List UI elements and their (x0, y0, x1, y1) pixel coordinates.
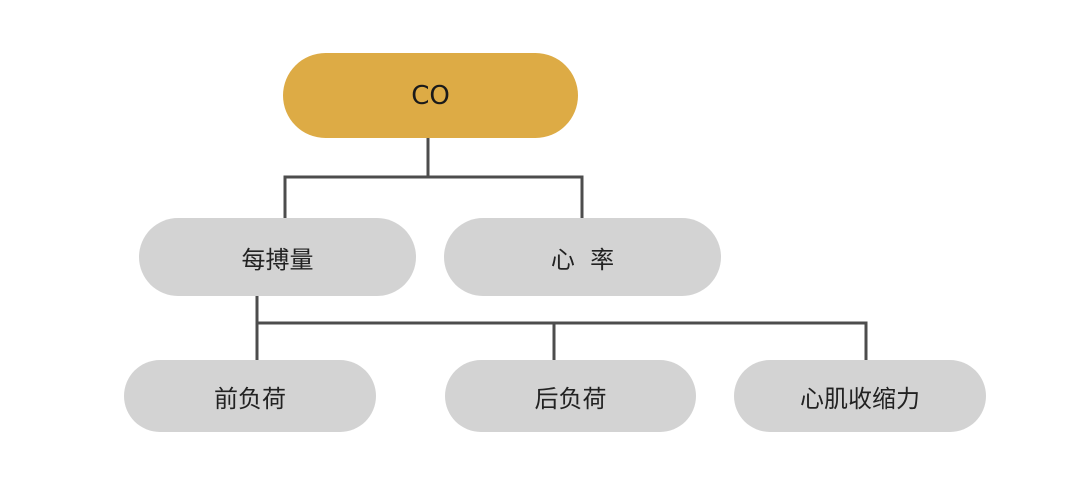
preload-label: 前负荷 (214, 384, 286, 413)
heart-rate-node: 心 率 (444, 218, 721, 296)
afterload-label: 后负荷 (534, 384, 607, 413)
contractility-node: 心肌收缩力 (734, 360, 986, 432)
stroke-volume-node: 每搏量 (139, 218, 416, 296)
preload-node: 前负荷 (124, 360, 376, 432)
co-node: CO (283, 53, 578, 138)
heart-rate-label: 心 率 (550, 245, 615, 274)
co-node-label: CO (411, 80, 450, 111)
contractility-label: 心肌收缩力 (800, 384, 920, 413)
afterload-node: 后负荷 (445, 360, 696, 432)
stroke-volume-label: 每搏量 (241, 245, 314, 274)
